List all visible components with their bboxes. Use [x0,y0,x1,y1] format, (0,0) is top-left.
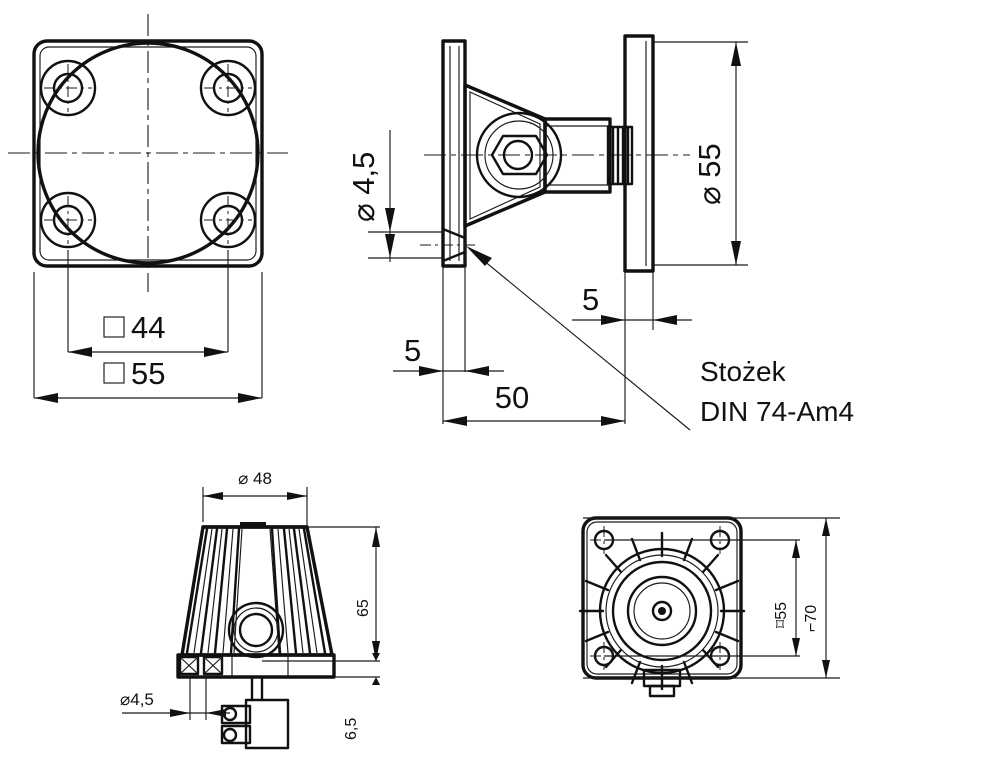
dimension-square-44: 44 [68,310,228,357]
thread-hatching [611,125,630,186]
dimension-diameter-4-5-side: ⌀ 4,5 [346,130,444,262]
gland-outer [227,601,285,659]
boss-bottom-left [39,191,97,249]
dimension-plan-square-55-text: ⌑55 [773,602,790,628]
pin-lower-hole [222,727,238,743]
corner-mounting-holes [39,59,257,249]
view-side-section: ⌀ 4,5 ⌀ 55 5 5 [346,34,854,431]
hub-outer-circle [475,111,563,199]
dimension-diameter-55-text: ⌀ 55 [692,143,727,205]
rear-plate [623,34,655,273]
dimension-square-55-text: 55 [131,356,165,391]
leader-arrowhead [466,246,492,266]
cooling-fins [185,527,327,655]
dimension-plan-square-55: ⌑55 [773,540,800,656]
dimension-plan-square-70: ⌐70 [803,518,830,678]
dimension-rear-plate-5: 5 [572,272,692,330]
view-front-square-flange: 44 55 [8,14,288,403]
front-mounting-plate [441,39,467,268]
connector-pin-lower [220,724,252,745]
dimension-diameter-55: ⌀ 55 [653,41,748,266]
dimension-front-plate-5-text: 5 [404,333,421,368]
connector-body [244,698,290,750]
note-leader-line [466,246,691,431]
dimension-base-6-5-text: 6,5 [343,718,360,740]
threaded-neck [606,125,634,186]
cone-note-line-2: DIN 74-Am4 [700,396,854,427]
square-symbol-44 [103,316,125,338]
plan-extension-lines [583,517,840,679]
dimension-square-55: 55 [34,356,262,403]
hex-bore [502,139,534,171]
barrel-outline [543,117,612,194]
boss-top-left [39,59,97,117]
dimension-base-hole-4-5: ⌀4,5 [120,677,230,720]
base-plate-hatch [178,655,224,676]
plan-ring-5 [633,582,691,640]
plan-center-hole [658,607,666,615]
dimension-square-44-label: 44 [103,310,165,345]
dimension-diameter-4-5-side-text: ⌀ 4,5 [346,152,381,222]
cable-gland-boss [227,601,285,659]
square-symbol-55 [103,362,125,384]
housing-top-knob [240,522,266,528]
circular-boss-outline [36,41,260,265]
plan-stub-lower [648,684,676,698]
extension-lines-housing-top [202,487,308,527]
hex-nut [490,134,549,176]
thread-body [606,125,634,186]
plan-fin-outer-ring [598,547,726,675]
leader-line [471,250,691,431]
cone-seat-detail [420,227,478,263]
gland-inner [238,612,274,648]
view-finned-housing-elevation: ⌀ 48 65 6,5 ⌀4,5 [120,469,380,750]
hole-centermarks [44,64,252,244]
boss-top-right [199,59,257,117]
dimension-front-plate-5: 5 [393,240,504,382]
dimension-height-65: 65 [262,526,380,662]
connector-block [220,675,290,750]
view-finned-housing-plan: ⌑55 ⌐70 [578,516,840,698]
dimension-base-6-5: 6,5 [334,653,380,740]
gland-mid [233,607,279,653]
dimension-diameter-48-text: ⌀ 48 [238,469,272,488]
dimension-rear-plate-5-text: 5 [582,282,599,317]
extension-lines-front-view [33,250,263,398]
housing-base-plate [176,653,336,679]
dimension-square-55-label: 55 [103,356,165,391]
barrel-body [543,117,612,194]
rear-plate-body [623,34,655,273]
flange-inner-edge [39,46,257,261]
hub-second-circle [484,120,554,190]
dimension-base-hole-4-5-text: ⌀4,5 [120,690,154,709]
plan-ring-4 [626,575,698,647]
plan-ring-3 [611,560,713,662]
dimension-diameter-48: ⌀ 48 [203,469,307,500]
flange-outer-square [32,39,264,268]
dimension-square-44-text: 44 [131,310,165,345]
cone-note: Stożek DIN 74-Am4 [700,356,854,427]
dimension-plan-square-70-text: ⌐70 [803,605,820,632]
cone-note-line-1: Stożek [700,356,787,387]
dimension-height-65-text: 65 [355,599,372,617]
plan-ring-2 [605,554,719,668]
plan-center-boss [651,600,673,622]
boss-bottom-right [199,191,257,249]
base-plate-body [176,653,336,679]
dimension-overall-50-text: 50 [495,380,529,415]
dimension-overall-50: 50 [442,330,626,426]
